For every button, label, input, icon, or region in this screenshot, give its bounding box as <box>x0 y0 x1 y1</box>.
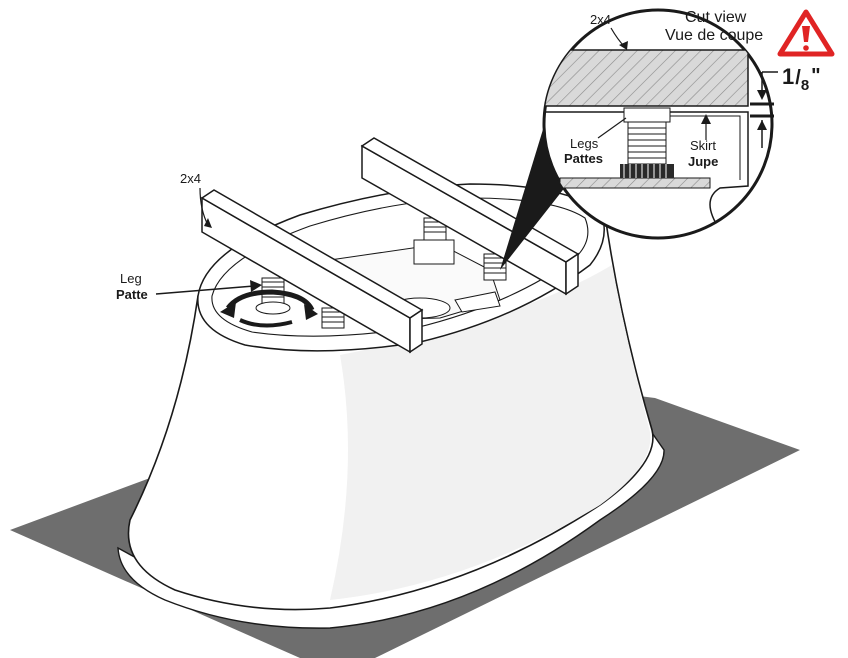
warning-triangle-icon <box>777 9 835 57</box>
cutview-title-fr: Vue de coupe <box>665 27 763 44</box>
board-left <box>200 189 424 354</box>
gap-value: 1/8" <box>782 64 821 94</box>
drain-bracket <box>454 291 501 313</box>
cutview-rim <box>544 111 749 231</box>
leg-leader <box>155 285 255 295</box>
cutview-title-en: Cut view <box>685 9 747 26</box>
cutview-board-label: 2x4 <box>590 12 611 27</box>
rotate-arrows-icon <box>220 289 318 328</box>
skirt-label-fr: Jupe <box>688 154 718 169</box>
legs-label-en: Legs <box>570 136 599 151</box>
cut-view: 2x4 Cut view Vue de coupe Legs Pattes Sk… <box>542 8 774 240</box>
board-left-label: 2x4 <box>180 171 201 186</box>
leg-label-en: Leg <box>120 271 142 286</box>
cutview-skirt <box>559 177 711 189</box>
skirt-label-en: Skirt <box>690 138 716 153</box>
cutview-leg <box>620 107 674 178</box>
cutview-board <box>544 49 749 107</box>
bathtub <box>117 183 665 629</box>
leg-back-right <box>483 253 507 281</box>
gap-dimension <box>750 71 778 148</box>
leg-label-fr: Patte <box>116 287 148 302</box>
legs-label-fr: Pattes <box>564 151 603 166</box>
